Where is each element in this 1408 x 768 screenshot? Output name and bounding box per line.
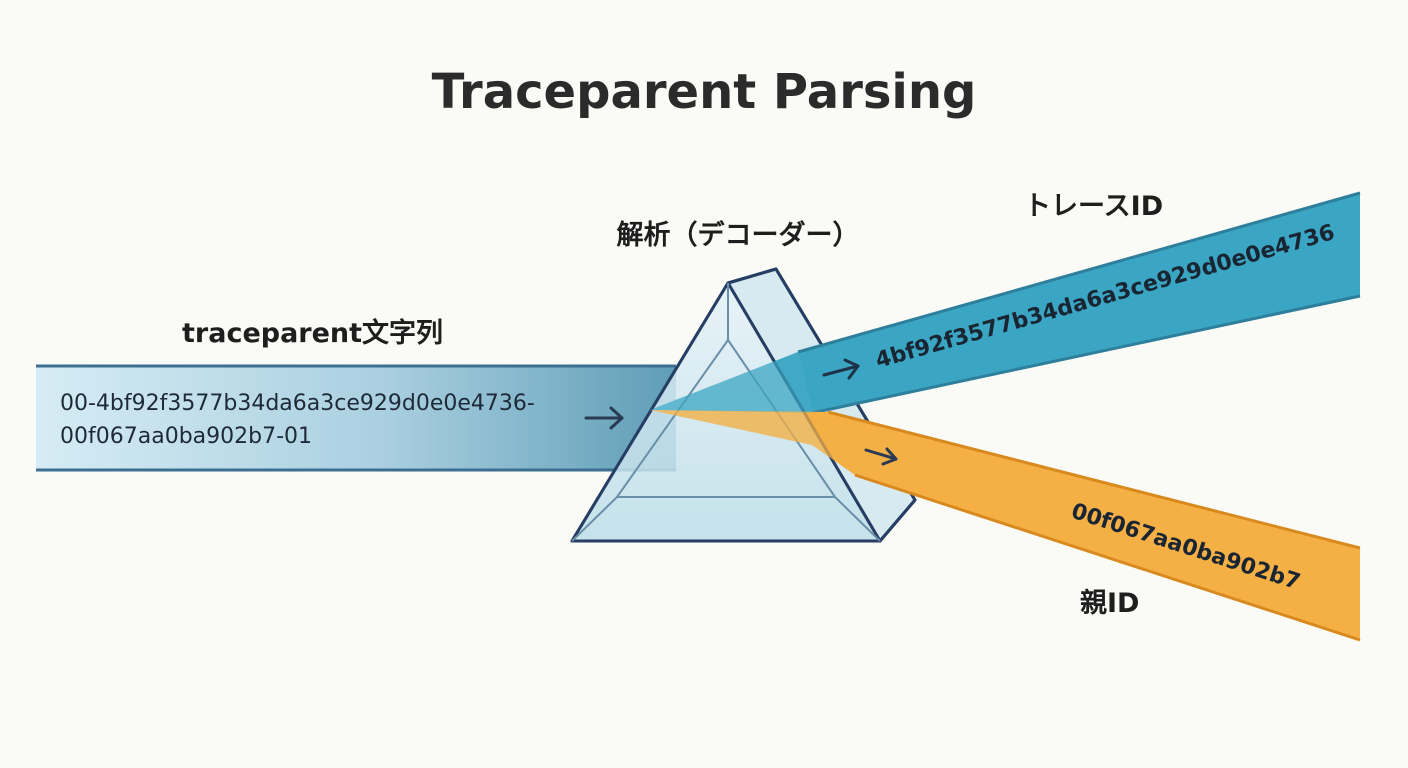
prism-front (570, 281, 882, 543)
prism-label: 解析（デコーダー） (617, 219, 860, 251)
input-label: traceparent文字列 (182, 317, 443, 349)
input-value-line1: 00-4bf92f3577b34da6a3ce929d0e0e4736- (60, 391, 535, 416)
parent-id-label: 親ID (1080, 588, 1139, 619)
trace-id-label: トレースID (1024, 191, 1163, 222)
input-beam (36, 364, 676, 472)
arrow-right-icon (822, 358, 860, 380)
input-value-line2: 00f067aa0ba902b7-01 (60, 424, 312, 449)
arrow-right-icon (864, 447, 898, 466)
page-title: Traceparent Parsing (432, 64, 977, 120)
parent-id-beam (650, 410, 1361, 642)
arrow-right-icon (584, 406, 624, 430)
